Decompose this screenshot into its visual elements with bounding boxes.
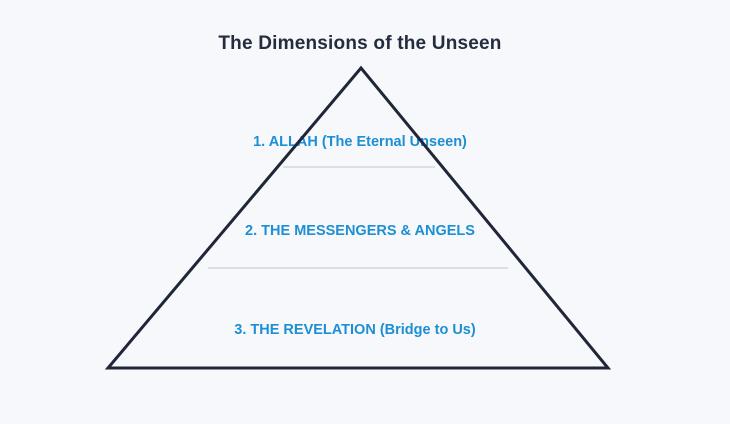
pyramid-level-3-label: 3. THE REVELATION (Bridge to Us) <box>234 322 476 338</box>
pyramid-level-2-label: 2. THE MESSENGERS & ANGELS <box>245 223 475 239</box>
level-divider-1 <box>283 166 435 168</box>
level-divider-2 <box>208 267 508 269</box>
diagram-title: The Dimensions of the Unseen <box>218 33 502 54</box>
pyramid-level-1-label: 1. ALLAH (The Eternal Unseen) <box>253 134 467 150</box>
